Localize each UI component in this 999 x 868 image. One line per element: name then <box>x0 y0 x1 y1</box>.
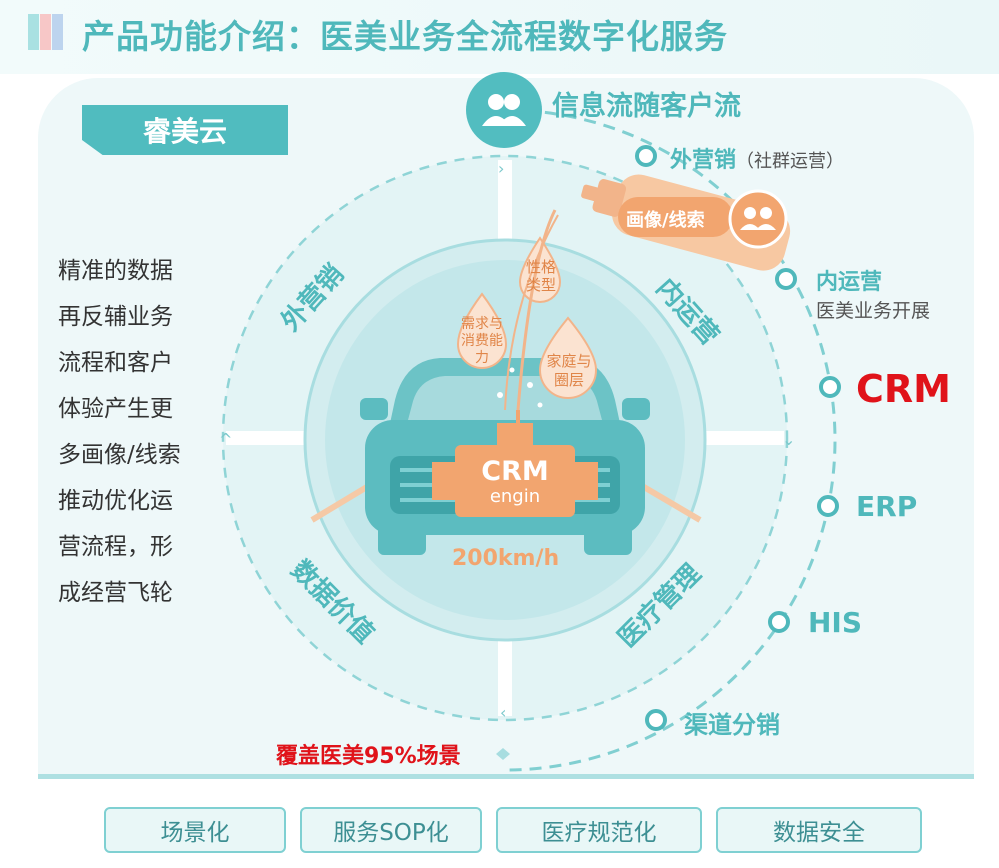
flow-node-icon <box>635 145 657 167</box>
flow-item-his: HIS <box>808 606 863 639</box>
flow-item-sublabel: （社群运营） <box>736 151 845 172</box>
drop-icon <box>538 316 598 399</box>
description-line: 再反辅业务 <box>58 304 173 330</box>
flow-node-icon <box>819 376 841 398</box>
stream <box>516 209 557 411</box>
engine-sublabel: engin <box>489 486 541 507</box>
drop-label: 家庭与圈层 <box>546 352 592 389</box>
header-bar-stripe-2 <box>40 14 51 50</box>
feature-button-scenario[interactable]: 场景化 <box>104 807 286 853</box>
divider <box>38 774 974 779</box>
users-icon <box>740 207 776 230</box>
description-line: 精准的数据 <box>58 258 173 284</box>
drop-label: 需求与消费能力 <box>461 316 503 366</box>
page-title: 产品功能介绍：医美业务全流程数字化服务 <box>82 17 728 56</box>
flow-arc <box>504 108 837 772</box>
feature-button-security[interactable]: 数据安全 <box>716 807 922 853</box>
flow-item-marketing: 外营销（社群运营） <box>670 142 844 174</box>
drop-label: 性格类型 <box>525 258 556 294</box>
drop-icon <box>518 236 562 303</box>
bottle-label-bg <box>618 197 733 237</box>
header-bar: 产品功能介绍：医美业务全流程数字化服务 <box>0 0 999 74</box>
engine-label: CRM <box>481 456 549 487</box>
arrow-icon: ‹ <box>500 703 506 722</box>
bottle-label: 画像/线索 <box>626 210 705 231</box>
flow-item-operations: 内运营 <box>816 270 883 295</box>
flow-node-icon <box>768 611 790 633</box>
flow-node-icon <box>775 268 797 290</box>
header-bar-stripe-3 <box>52 14 63 50</box>
flow-item-erp: ERP <box>856 490 918 523</box>
info-flow-icon <box>466 72 542 148</box>
description-text: 精准的数据 再反辅业务 流程和客户 体验产生更 多画像/线索 推动优化运 营流程… <box>58 248 208 616</box>
arrow-icon: › <box>498 159 504 178</box>
header-bar-stripe-1 <box>28 14 39 50</box>
users-icon-bg <box>728 189 788 249</box>
description-line: 多画像/线索 <box>58 442 181 468</box>
stream <box>504 214 559 411</box>
feature-button-medical[interactable]: 医疗规范化 <box>496 807 702 853</box>
arrow-icon: ⌄ <box>782 430 795 449</box>
bubble <box>527 382 533 388</box>
flow-item-label: 外营销 <box>670 148 737 173</box>
description-line: 流程和客户 <box>58 350 173 376</box>
feature-button-sop[interactable]: 服务SOP化 <box>300 807 482 853</box>
bubble <box>537 402 543 408</box>
speed-label: 200km/h <box>452 546 560 571</box>
drop-icon <box>456 292 508 369</box>
flow-node-icon <box>645 709 667 731</box>
flow-node-icon <box>817 495 839 517</box>
bubble <box>497 392 503 398</box>
flow-item-channel: 渠道分销 <box>684 711 780 739</box>
arrow-icon: ^ <box>219 430 232 449</box>
users-icon <box>482 94 526 126</box>
flow-item-crm: CRM <box>856 367 951 411</box>
engine-icon <box>432 410 598 517</box>
coverage-label: 覆盖医美95%场景 <box>276 744 461 769</box>
flow-title: 信息流随客户流 <box>552 91 741 122</box>
description-line: 营流程，形 <box>58 534 173 560</box>
brand-tag: 睿美云 <box>82 105 288 155</box>
description-line: 体验产生更 <box>58 396 173 422</box>
diamond-icon <box>496 748 510 760</box>
bubble <box>509 367 515 373</box>
description-line: 推动优化运 <box>58 488 173 514</box>
flow-item-sublabel: 医美业务开展 <box>816 300 931 322</box>
description-line: 成经营飞轮 <box>58 580 173 606</box>
